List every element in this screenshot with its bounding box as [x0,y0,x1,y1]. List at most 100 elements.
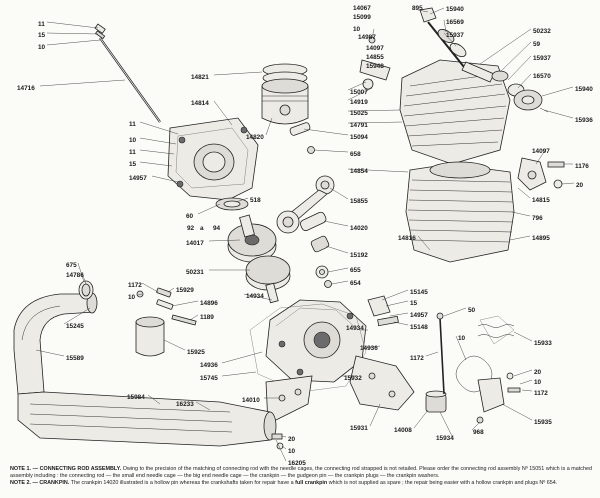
part-label-l-14814: 14814 [191,100,209,107]
linkage-15148 [367,295,399,327]
part-label-l-655: 655 [350,267,361,274]
part-label-l-15940-b: 15940 [575,86,593,93]
note-2-heading: NOTE 2. — CRANKPIN. [10,480,70,487]
part-label-l-50232: 50232 [533,28,551,35]
footnotes: NOTE 1. — CONNECTING ROD ASSEMBLY. Owing… [10,466,592,488]
part-label-l-15-a: 15 [38,32,46,39]
part-label-l-14816: 14816 [398,235,416,242]
part-label-l-14896: 14896 [200,300,218,307]
rocker-assembly [419,7,549,113]
part-label-l-15855: 15855 [350,198,368,205]
cylinder-head [399,59,511,165]
part-label-l-15099: 15099 [353,14,371,21]
note-1-body: Owing to the precision of the matching o… [10,466,592,480]
part-label-l-15-c: 15 [410,300,418,307]
part-label-l-15931: 15931 [350,425,368,432]
bolt-1172-c [507,387,521,393]
circlip-658 [307,146,315,154]
part-label-l-14957-a: 14957 [129,175,147,182]
part-label-l-15745: 15745 [200,375,218,382]
part-label-l-10-b: 10 [129,137,137,144]
part-label-l-796: 796 [532,215,543,222]
part-label-l-15984: 15984 [127,394,145,401]
part-label-l-14020: 14020 [350,225,368,232]
part-label-l-15025: 15025 [350,110,368,117]
part-label-l-15935: 15935 [534,419,552,426]
part-label-l-14067: 14067 [353,5,371,12]
valve-gear-left [359,36,391,90]
crankcase-half-left [167,117,259,201]
note-2-body-a: The crankpin 14020 illustrated is a holl… [70,480,294,487]
bearing-518 [215,197,249,211]
part-label-l-14010: 14010 [242,397,260,404]
spring-15935 [455,355,505,413]
plug-654 [324,280,332,288]
part-label-l-10-e: 10 [458,335,466,342]
part-label-l-20-a: 20 [576,182,584,189]
part-label-l-1172-b: 1172 [410,355,424,362]
stand-bracket-15932 [349,355,415,411]
part-label-l-16205: 16205 [288,460,306,467]
part-label-l-92: 92 [187,225,195,232]
note-1: NOTE 1. — CONNECTING ROD ASSEMBLY. Owing… [10,466,592,480]
part-label-l-15929: 15929 [176,287,194,294]
part-label-l-11-b: 11 [129,121,136,128]
part-label-l-675: 675 [66,262,77,269]
needle-cage-15192 [310,235,330,253]
part-label-l-15145: 15145 [410,289,428,296]
part-label-l-14855: 14855 [366,54,384,61]
part-label-l-968: 968 [473,429,484,436]
part-label-l-15925: 15925 [187,349,205,356]
part-label-l-20-b: 20 [534,369,542,376]
note-2-body-b: which is not supplied as spare ; the rep… [328,480,558,487]
engine-bracket-14010 [265,375,313,425]
leader-lines [35,7,575,462]
part-label-l-14854: 14854 [350,168,368,175]
part-label-l-14919: 14919 [350,99,368,106]
part-label-l-14097-b: 14097 [532,148,550,155]
part-label-l-15933: 15933 [534,340,552,347]
part-label-l-10-a: 10 [38,44,46,51]
part-label-l-14934-a: 14934 [246,293,264,300]
stud-1176 [547,161,565,168]
part-label-l-14815: 14815 [532,197,550,204]
note-2-bold: full crankpin [295,480,328,487]
part-label-l-15007: 15007 [350,89,368,96]
part-label-l-1189: 1189 [200,314,214,321]
part-label-l-654: 654 [350,280,361,287]
part-label-l-11-c: 11 [129,149,136,156]
crankpin-14020 [300,211,327,232]
exhaust-pipe [13,292,98,395]
part-number-labels: 1115101471614821148141482011101115149575… [17,5,593,467]
part-label-l-14934-b: 14934 [346,325,364,332]
part-label-l-15937-a: 15937 [446,32,464,39]
exhaust-ring-675 [78,280,94,300]
gudgeon-pin [289,122,311,136]
part-label-l-10-f: 10 [534,379,542,386]
part-label-l-16570: 16570 [533,73,551,80]
part-label-l-1172-a: 1172 [128,282,142,289]
part-label-l-15245: 15245 [66,323,84,330]
cylinder-barrel [405,161,515,263]
part-label-l-14786: 14786 [66,272,84,279]
exhaust-flange-14097 [517,157,547,191]
part-label-l-15934: 15934 [436,435,454,442]
part-label-l-15094: 15094 [350,134,368,141]
part-label-l-14936-a: 14936 [200,362,218,369]
part-label-l-1172-c: 1172 [534,390,548,397]
part-label-l-20-c: 20 [288,436,296,443]
part-label-l-15936: 15936 [575,117,593,124]
part-label-l-15148: 15148 [410,324,428,331]
silencer [17,391,284,450]
piston [261,78,309,125]
part-label-l-15589: 15589 [66,355,84,362]
part-label-l-14716: 14716 [17,85,35,92]
part-label-l-a: a [200,225,204,232]
part-label-l-10-g: 10 [288,448,296,455]
part-label-l-1176: 1176 [575,163,589,170]
part-label-l-895: 895 [412,5,423,12]
part-label-l-15948: 15948 [366,63,384,70]
part-label-l-14820: 14820 [246,134,264,141]
part-label-l-14957-b: 14957 [410,312,428,319]
part-label-l-15932: 15932 [344,375,362,382]
